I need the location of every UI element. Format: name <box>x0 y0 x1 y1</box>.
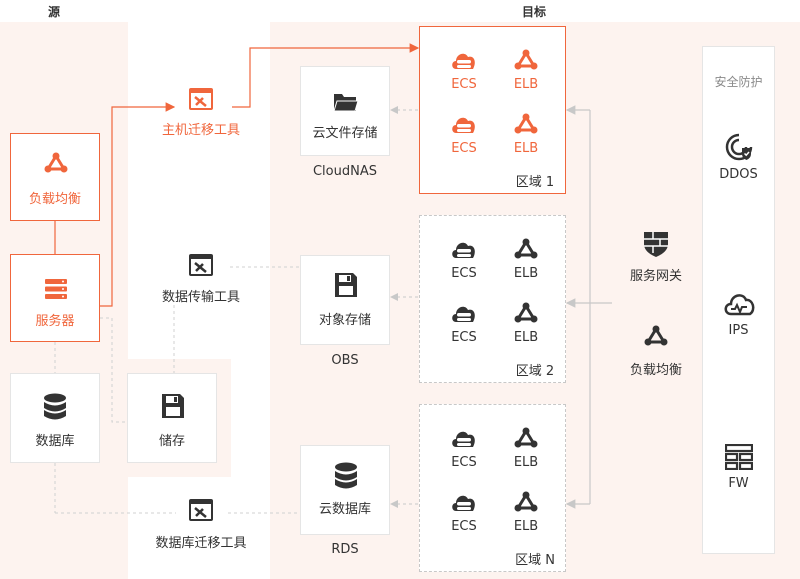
db-migration-tool-label: 数据库迁移工具 <box>155 536 247 551</box>
region-1-box[interactable]: ECS ELB ECS ELB 区域 1 <box>419 26 566 194</box>
region-2-item-3: ECS <box>451 330 477 345</box>
region-2-item-2: ELB <box>513 266 539 281</box>
obs-label: 对象存储 <box>318 313 371 328</box>
load-balancer-icon <box>644 325 668 346</box>
server-icon <box>45 279 67 299</box>
region-n-box[interactable]: ECS ELB ECS ELB 区域 N <box>419 404 566 572</box>
db-migration-tool-icon <box>189 499 213 521</box>
region-2-item-4: ELB <box>513 330 539 345</box>
source-header: 源 <box>48 5 61 19</box>
region-n-name: 区域 N <box>515 553 555 568</box>
cloudnas-box[interactable]: 云文件存储 <box>300 66 390 156</box>
region-2-name: 区域 2 <box>515 364 555 379</box>
ddos-shield-icon <box>725 133 753 161</box>
region-n-item-3: ECS <box>451 519 477 534</box>
firewall-icon <box>725 444 753 470</box>
security-title: 安全防护 <box>714 75 763 89</box>
ips-cloud-pulse-icon <box>724 294 755 316</box>
target-header: 目标 <box>522 5 547 19</box>
source-load-balancer-label: 负载均衡 <box>28 192 81 207</box>
gateway-label: 服务网关 <box>629 269 682 284</box>
obs-box[interactable]: 对象存储 <box>300 255 390 345</box>
database-icon <box>335 462 357 489</box>
ecs-cloud-icon <box>452 117 475 133</box>
folder-icon <box>333 94 359 112</box>
obs-caption: OBS <box>331 353 359 368</box>
source-load-balancer-box[interactable]: 负载均衡 <box>10 133 100 221</box>
floppy-icon <box>162 394 184 418</box>
source-database-box[interactable]: 数据库 <box>10 373 100 463</box>
ecs-cloud-icon <box>452 495 475 511</box>
cloudnas-caption: CloudNAS <box>312 164 377 179</box>
network-lb-label: 负载均衡 <box>629 363 682 378</box>
source-server-box[interactable]: 服务器 <box>10 254 100 342</box>
region-n-item-1: ECS <box>451 455 477 470</box>
security-item-ddos: DDOS <box>719 167 758 182</box>
source-server-label: 服务器 <box>35 314 75 329</box>
ecs-cloud-icon <box>452 53 475 69</box>
security-item-fw: FW <box>728 476 749 491</box>
rds-box[interactable]: 云数据库 <box>300 445 390 535</box>
host-migration-tool-icon <box>189 88 213 110</box>
gateway-shield-icon <box>644 232 668 257</box>
region-1-name: 区域 1 <box>515 175 555 190</box>
cloudnas-label: 云文件存储 <box>312 126 378 141</box>
security-panel: 安全防护 DDOS IPS FW <box>702 46 775 554</box>
data-transfer-tool-icon <box>189 254 213 276</box>
region-n-item-2: ELB <box>513 455 539 470</box>
elb-icon <box>514 491 538 512</box>
source-database-label: 数据库 <box>35 434 75 449</box>
security-item-ips: IPS <box>728 323 749 338</box>
elb-icon <box>514 49 538 70</box>
database-icon <box>44 393 66 420</box>
region-2-box[interactable]: ECS ELB ECS ELB 区域 2 <box>419 215 566 383</box>
source-storage-label: 储存 <box>158 434 185 449</box>
host-migration-tool-label: 主机迁移工具 <box>161 123 240 138</box>
elb-icon <box>514 427 538 448</box>
load-balancer-icon <box>44 152 68 173</box>
region-2-item-1: ECS <box>451 266 477 281</box>
region-n-item-4: ELB <box>513 519 539 534</box>
ecs-cloud-icon <box>452 431 475 447</box>
rds-label: 云数据库 <box>318 502 371 517</box>
floppy-icon <box>335 273 357 297</box>
region-1-item-1: ECS <box>451 77 477 92</box>
ecs-cloud-icon <box>452 306 475 322</box>
region-1-item-4: ELB <box>513 141 539 156</box>
data-transfer-tool-label: 数据传输工具 <box>161 290 240 305</box>
elb-icon <box>514 238 538 259</box>
elb-icon <box>514 302 538 323</box>
elb-icon <box>514 113 538 134</box>
source-storage-box[interactable]: 储存 <box>127 373 217 463</box>
ecs-cloud-icon <box>452 242 475 258</box>
region-1-item-2: ELB <box>513 77 539 92</box>
rds-caption: RDS <box>331 542 359 557</box>
region-1-item-3: ECS <box>451 141 477 156</box>
